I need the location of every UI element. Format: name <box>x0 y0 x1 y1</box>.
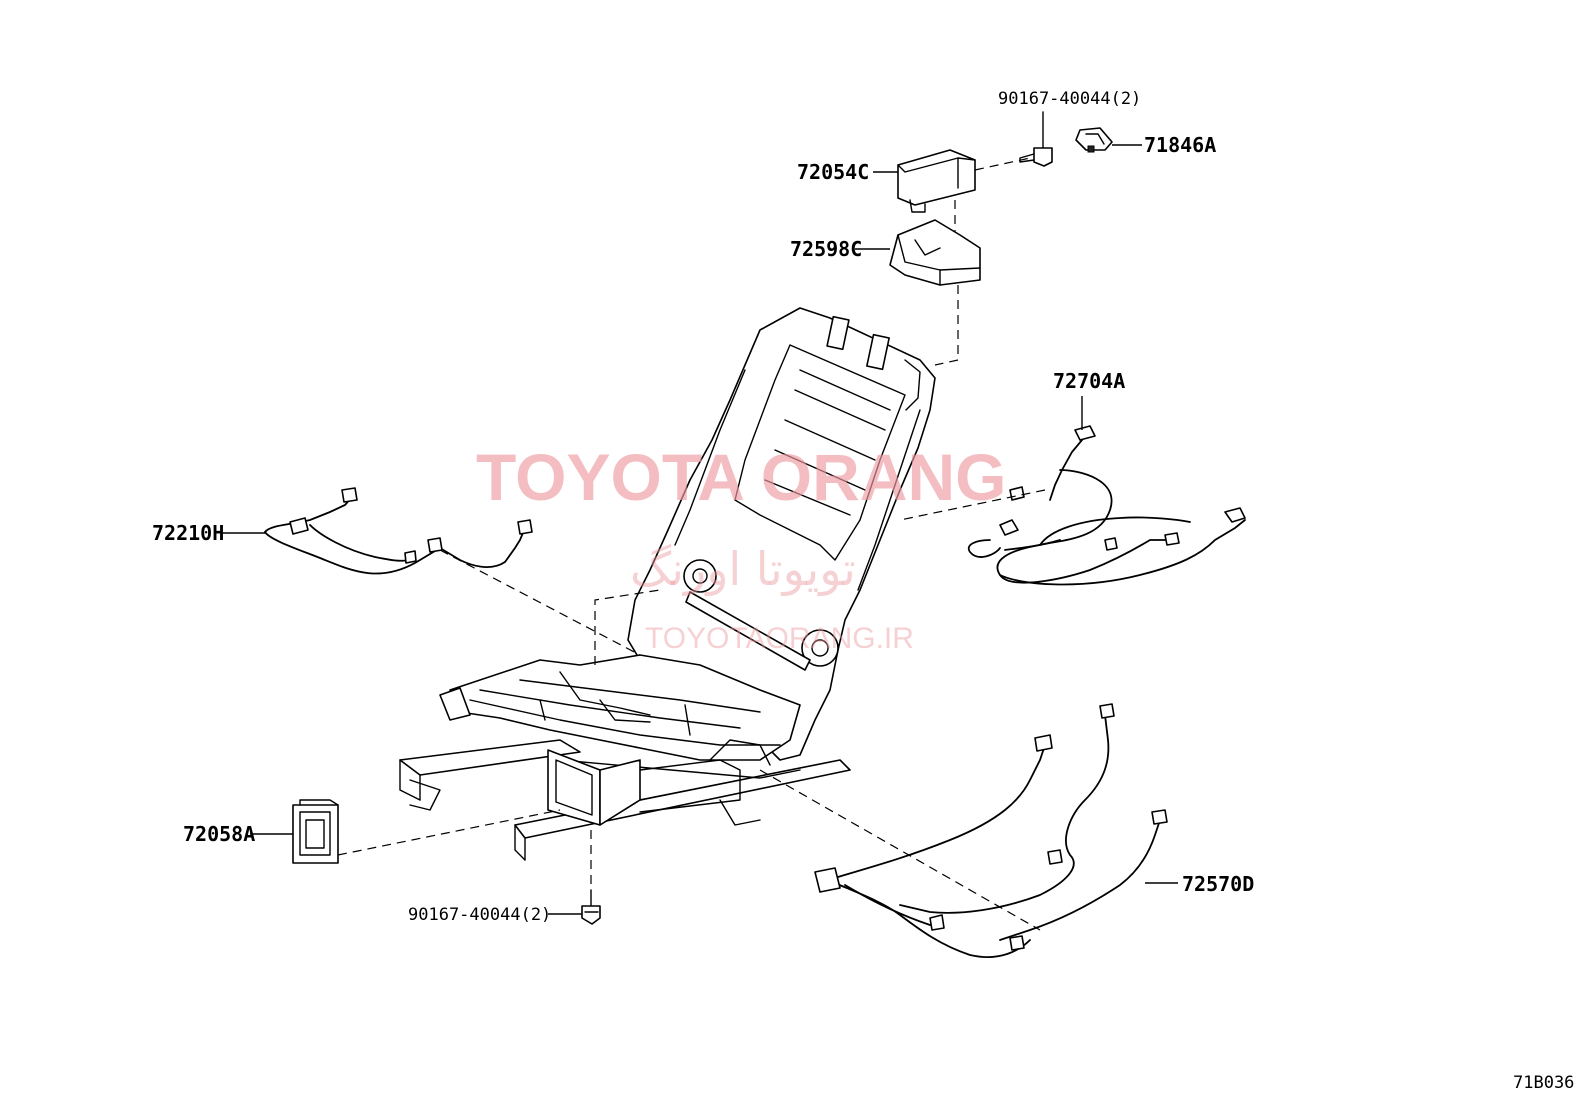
leader-lines <box>222 144 1178 915</box>
label-72570d: 72570D <box>1182 872 1254 896</box>
part-72058a-bezel <box>292 799 339 864</box>
part-72598c-cover <box>889 219 981 286</box>
label-72210h: 72210H <box>152 521 224 545</box>
watermark-url: TOYOTAORANG.IR <box>645 622 914 655</box>
label-bolt-top: 90167-40044(2) <box>998 89 1141 109</box>
part-72054c-cover <box>897 149 976 213</box>
watermark-brand: TOYOTA ORANG <box>476 440 1006 514</box>
label-72598c: 72598C <box>790 237 862 261</box>
watermark-persian: تویوتا اورنگ <box>630 542 856 597</box>
part-72704a-cable <box>967 425 1246 586</box>
bolt-top <box>1019 111 1053 167</box>
label-72704a: 72704A <box>1053 369 1125 393</box>
part-72210h-cable <box>264 487 533 575</box>
bolt-bottom <box>581 889 601 925</box>
seat-frame-illustration <box>399 307 936 861</box>
assembly-dashed-lines <box>337 157 1046 931</box>
label-72058a: 72058A <box>183 822 255 846</box>
label-71846a: 71846A <box>1144 133 1216 157</box>
label-bolt-bottom: 90167-40044(2) <box>408 905 551 925</box>
part-72570d-cable <box>814 703 1168 958</box>
label-72054c: 72054C <box>797 160 869 184</box>
part-labels: 90167-40044(2) 71846A 72054C 72598C 7270… <box>152 89 1574 1093</box>
diagram-code: 71B036 <box>1513 1073 1574 1093</box>
part-71846a-clip <box>1075 127 1113 153</box>
watermark: TOYOTA ORANG تویوتا اورنگ TOYOTAORANG.IR <box>476 440 1006 655</box>
